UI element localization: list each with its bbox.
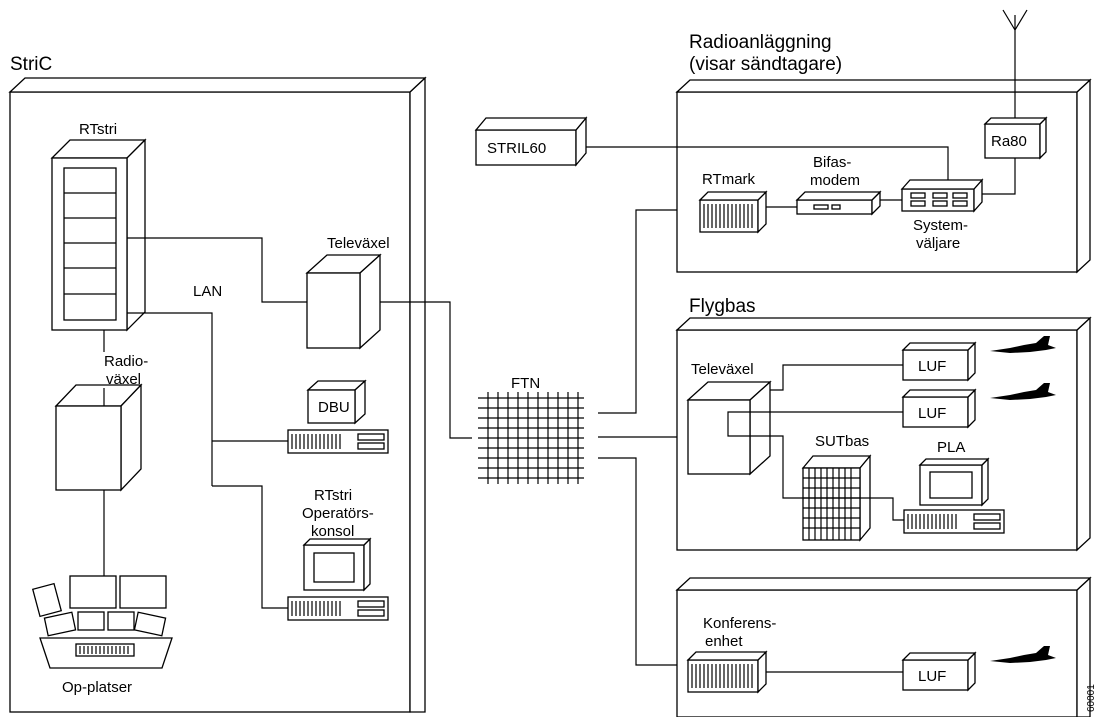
- televaxel-stric-icon: [305, 253, 382, 350]
- televaxel-stric-label: Televäxel: [327, 235, 390, 252]
- televaxel-flygbas-label: Televäxel: [691, 361, 754, 378]
- bifas-label-2: modem: [810, 172, 860, 189]
- figure-id: 60001: [1086, 684, 1097, 712]
- aircraft-3-icon: [990, 646, 1056, 663]
- konferens-label-2: enhet: [705, 633, 743, 650]
- aircraft-1-icon: [990, 336, 1056, 353]
- radio-title-1: Radioanläggning: [689, 32, 832, 53]
- ftn-grid-icon: [478, 392, 584, 484]
- stric-connections: [103, 237, 472, 609]
- opkonsol-computer-icon: [287, 596, 389, 621]
- systemvaljare-icon: [900, 178, 984, 213]
- stric-title: StriC: [10, 54, 52, 75]
- konferens-rack-icon: [686, 650, 768, 694]
- opkonsol-monitor-icon: [302, 537, 372, 592]
- flygbas-connections: [727, 364, 904, 521]
- opkonsol-label-3: konsol: [311, 523, 354, 540]
- radiovaxel-label-2: växel: [106, 371, 141, 388]
- system-label-2: väljare: [916, 235, 960, 252]
- pla-computer-icon: [903, 509, 1005, 534]
- rtmark-rack-icon: [698, 190, 768, 234]
- rtstri-cabinet-icon: [50, 138, 147, 332]
- dbu-monitor-icon: [306, 379, 367, 425]
- stril60-label: STRIL60: [487, 140, 546, 157]
- ra80-box-icon: [983, 116, 1048, 160]
- luf-2-box-icon: [901, 388, 977, 429]
- radio-title-2: (visar sändtagare): [689, 54, 842, 75]
- bifas-label-1: Bifas-: [813, 154, 851, 171]
- radiovaxel-box-icon: [54, 383, 143, 492]
- opkonsol-label-1: RTstri: [314, 487, 352, 504]
- luf-3-box-icon: [901, 651, 977, 692]
- rtstri-label: RTstri: [79, 121, 117, 138]
- antenna-icon: [1002, 9, 1028, 118]
- luf-2-label: LUF: [918, 405, 946, 422]
- sutbas-rack-icon: [801, 454, 872, 542]
- aircraft-2-icon: [990, 383, 1056, 400]
- lan-label: LAN: [193, 283, 222, 300]
- ra80-label: Ra80: [991, 133, 1027, 150]
- luf-1-label: LUF: [918, 358, 946, 375]
- ftn-connections: [598, 209, 700, 666]
- bifas-modem-icon: [795, 190, 882, 216]
- stril60-box-icon: [474, 116, 588, 167]
- opkonsol-label-2: Operatörs-: [302, 505, 374, 522]
- system-label-1: System-: [913, 217, 968, 234]
- flygbas-title: Flygbas: [689, 296, 756, 317]
- radiovaxel-label-1: Radio-: [104, 353, 148, 370]
- rtmark-label: RTmark: [702, 171, 756, 188]
- luf-3-label: LUF: [918, 668, 946, 685]
- pla-label: PLA: [937, 439, 965, 456]
- dbu-label: DBU: [318, 399, 350, 416]
- dbu-computer-icon: [287, 429, 389, 454]
- televaxel-flygbas-icon: [686, 380, 772, 476]
- pla-monitor-icon: [918, 457, 990, 507]
- opplatser-label: Op-platser: [62, 679, 132, 696]
- radio-connections: [586, 146, 1016, 208]
- konferens-label-1: Konferens-: [703, 615, 776, 632]
- operator-workstation-icon: [31, 575, 173, 669]
- sutbas-label: SUTbas: [815, 433, 869, 450]
- ftn-label: FTN: [511, 375, 540, 392]
